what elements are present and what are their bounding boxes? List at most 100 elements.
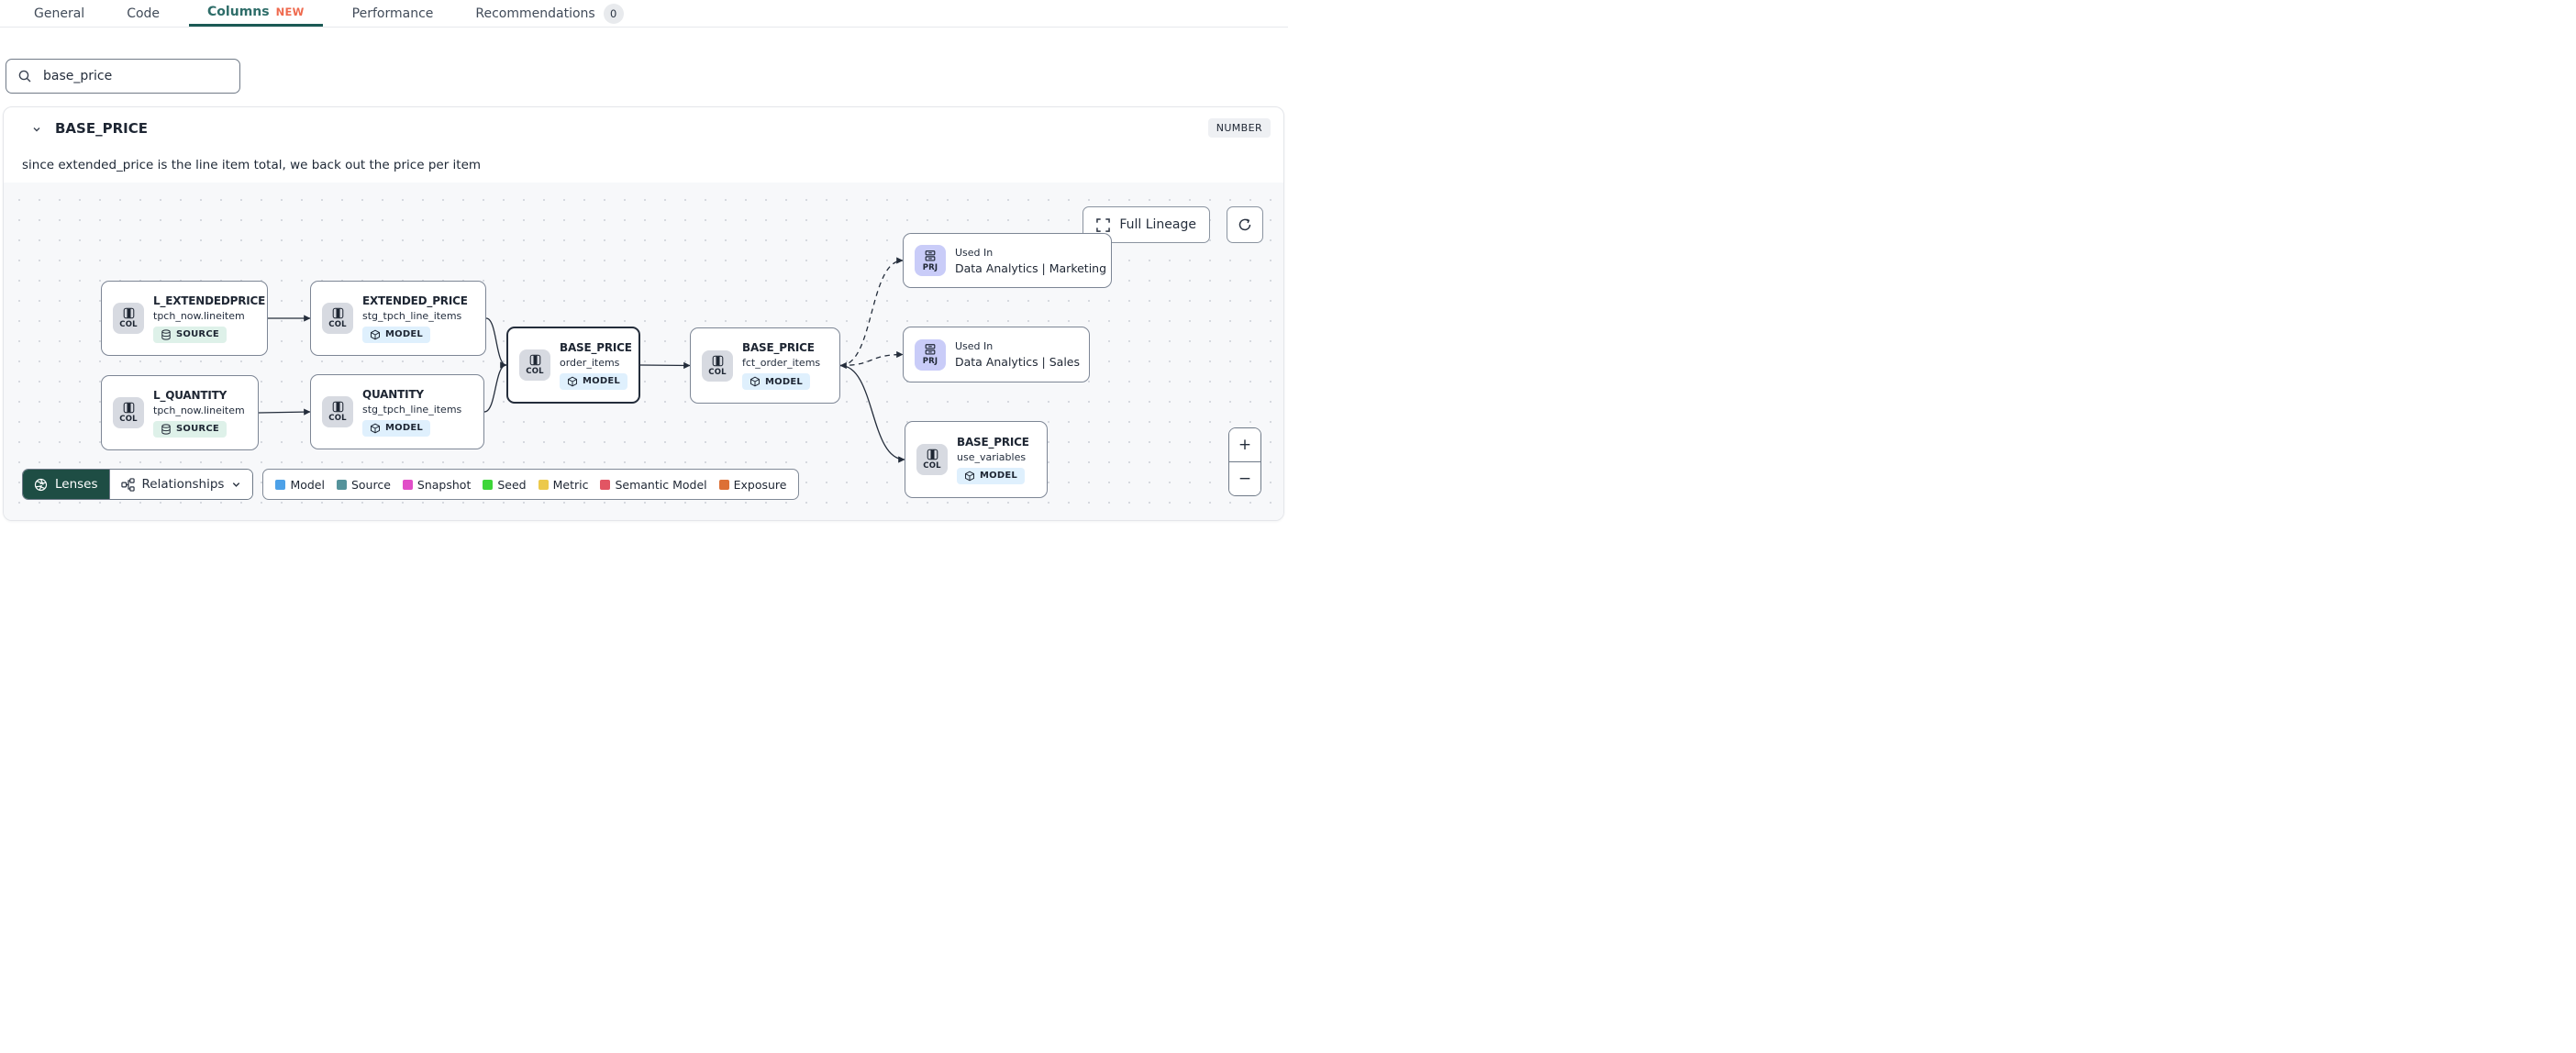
zoom-out-button[interactable]: − [1229, 462, 1260, 495]
node-title: QUANTITY [362, 387, 424, 401]
column-description: since extended_price is the line item to… [22, 158, 482, 172]
column-search[interactable] [6, 59, 240, 94]
legend-swatch [718, 479, 729, 490]
node-title: L_EXTENDEDPRICE [153, 294, 266, 307]
lineage-node-used_in_sales[interactable]: PRJ Used In Data Analytics | Sales [903, 327, 1090, 382]
expand-icon [1096, 217, 1111, 232]
cube-icon [370, 329, 381, 340]
tab-code[interactable]: Code [127, 6, 161, 21]
relationships-dropdown[interactable]: Relationships [108, 470, 253, 499]
column-chip: COL [519, 349, 550, 381]
tab-columns[interactable]: Columns NEW [189, 0, 323, 27]
cube-icon [749, 376, 761, 387]
project-icon [924, 343, 937, 356]
lineage-canvas[interactable]: Full Lineage [4, 183, 1283, 520]
tab-bar: General Code Columns NEW Performance Rec… [0, 0, 1288, 28]
node-type-badge: MODEL [560, 372, 627, 390]
project-icon [924, 249, 937, 262]
node-type-badge: MODEL [957, 467, 1025, 484]
used-in-label: Used In [955, 340, 994, 352]
lens-controls: Lenses Relationships [22, 469, 254, 500]
column-chip: COL [113, 303, 144, 334]
legend-item-exposure: Exposure [718, 478, 786, 492]
node-subtitle: order_items [560, 356, 620, 369]
column-icon [927, 449, 938, 460]
column-chip: COL [322, 303, 353, 334]
recommendations-count-badge: 0 [603, 3, 624, 24]
relationships-icon [120, 477, 135, 492]
column-icon [123, 402, 135, 414]
tab-recommendations[interactable]: Recommendations 0 [475, 0, 624, 27]
tab-general[interactable]: General [34, 6, 85, 21]
database-icon [161, 328, 172, 340]
zoom-divider [1229, 461, 1260, 462]
column-card: BASE_PRICE NUMBER since extended_price i… [3, 106, 1284, 521]
legend-swatch [538, 479, 549, 490]
node-title: L_QUANTITY [153, 388, 228, 402]
zoom-in-button[interactable]: + [1229, 428, 1260, 461]
node-title: BASE_PRICE [560, 340, 632, 354]
node-subtitle: use_variables [957, 450, 1027, 463]
legend-item-snapshot: Snapshot [402, 478, 471, 492]
column-icon [332, 307, 344, 319]
lenses-button[interactable]: Lenses [23, 470, 109, 499]
node-subtitle: stg_tpch_line_items [362, 403, 462, 416]
new-badge: NEW [275, 6, 305, 18]
search-icon [17, 69, 32, 83]
column-card-header: BASE_PRICE NUMBER [4, 118, 1283, 142]
legend-swatch [402, 479, 413, 490]
node-title: BASE_PRICE [957, 435, 1029, 449]
column-type-badge: NUMBER [1207, 118, 1271, 138]
node-type-badge: MODEL [742, 373, 810, 390]
legend-swatch [600, 479, 611, 490]
chevron-down-icon [231, 480, 241, 490]
node-type-badge: SOURCE [153, 326, 227, 343]
refresh-icon [1237, 216, 1253, 233]
node-type-badge: MODEL [362, 419, 430, 437]
node-title: BASE_PRICE [742, 341, 815, 354]
cube-icon [964, 471, 975, 482]
legend-item-semantic-model: Semantic Model [600, 478, 707, 492]
column-name: BASE_PRICE [55, 120, 148, 137]
column-chip: COL [113, 397, 144, 428]
legend-swatch [483, 479, 494, 490]
legend-item-model: Model [275, 478, 325, 492]
column-icon [123, 307, 135, 319]
column-lineage-page: General Code Columns NEW Performance Rec… [0, 0, 1288, 526]
zoom-controls: + − [1228, 427, 1261, 496]
project-name: Data Analytics | Marketing [955, 260, 1107, 275]
column-chip: COL [702, 349, 733, 382]
node-type-badge: SOURCE [153, 420, 227, 438]
used-in-label: Used In [955, 246, 994, 259]
project-chip: PRJ [915, 338, 946, 371]
cube-icon [370, 423, 381, 434]
database-icon [161, 423, 172, 435]
column-icon [529, 354, 541, 366]
legend-item-metric: Metric [538, 478, 588, 492]
project-name: Data Analytics | Sales [955, 355, 1081, 369]
tab-performance[interactable]: Performance [351, 6, 434, 21]
refresh-button[interactable] [1227, 206, 1263, 243]
cube-icon [567, 376, 578, 387]
chevron-down-icon[interactable] [31, 124, 42, 135]
node-subtitle: stg_tpch_line_items [362, 309, 462, 322]
project-chip: PRJ [915, 245, 946, 276]
column-chip: COL [916, 444, 948, 475]
aperture-icon [34, 478, 48, 492]
legend-swatch [336, 479, 347, 490]
node-subtitle: tpch_now.lineitem [153, 309, 245, 322]
column-icon [712, 355, 724, 367]
lineage-top-actions: Full Lineage [1083, 206, 1263, 243]
column-chip: COL [322, 396, 353, 427]
legend-swatch [275, 479, 286, 490]
search-input[interactable] [41, 68, 228, 84]
